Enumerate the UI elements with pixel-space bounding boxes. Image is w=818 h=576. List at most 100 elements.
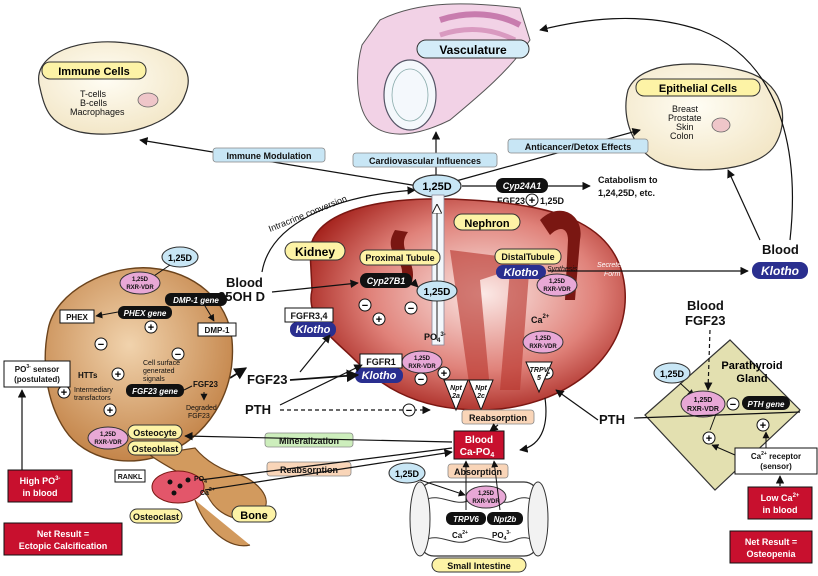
npt2b-label: Npt2b xyxy=(494,515,517,524)
epithelial-nucleus xyxy=(711,117,731,133)
phex-label: PHEX xyxy=(66,313,88,322)
epithelial-cells-title: Epithelial Cells xyxy=(659,83,737,95)
parathyroid-line1: Parathyroid xyxy=(721,360,782,372)
trpv6-label: TRPV6 xyxy=(453,515,479,524)
bone-vdr-bottom-line1: 1,25D xyxy=(100,432,117,438)
kidney-vdr-line2: RXR-VDR xyxy=(543,287,571,293)
intestine-po4: PO43- xyxy=(492,530,511,542)
bone-vdr-bottom-line2: RXR-VDR xyxy=(94,440,122,446)
pth-gene-label: PTH gene xyxy=(748,400,785,409)
kidney-vdr2-line2: RXR-VDR xyxy=(408,364,436,370)
parathyroid-line2: Gland xyxy=(736,373,767,385)
kidney-minus-2: − xyxy=(362,300,368,312)
blood-fgf23-line2: FGF23 xyxy=(685,313,725,328)
bone-ca: Ca2+ xyxy=(200,487,215,497)
intestine-group: Absorption 1,25D 1,25D RXR-VDR TRPV6 Npt… xyxy=(388,460,549,573)
rankl-label: RANKL xyxy=(118,474,143,481)
npt2a-line2: 2a xyxy=(451,393,460,400)
fgf23-gene-label: FGF23 gene xyxy=(132,387,178,396)
cardiovascular-label: Cardiovascular Influences xyxy=(369,156,481,166)
ca-receptor-line2: (sensor) xyxy=(760,462,792,471)
pth-left-minus: − xyxy=(406,405,412,417)
central-125d-label: 1,25D xyxy=(422,181,451,193)
cyp24-plus: + xyxy=(529,195,535,207)
cyp24-fgf23: FGF23 xyxy=(497,196,525,206)
high-po4-line2: in blood xyxy=(23,488,58,498)
npt2c-line1: Npt xyxy=(475,385,487,392)
net-right-line1: Net Result = xyxy=(745,537,797,547)
vasculature-label: Vasculature xyxy=(439,43,507,57)
epithelial-cell-group: Epithelial Cells Breast Prostate Skin Co… xyxy=(625,63,784,171)
kidney-ca: Ca2+ xyxy=(531,314,550,325)
pth-plus-1: + xyxy=(706,433,712,445)
bone-vdr-top-line1: 1,25D xyxy=(132,277,149,283)
dmp1-label: DMP-1 xyxy=(205,326,230,335)
pth-vdr-line2: RXR-VDR xyxy=(687,406,719,413)
htts-label: HTTs xyxy=(78,371,98,380)
fgf23-main-label: FGF23 xyxy=(247,372,287,387)
kidney-vdr3-line1: 1,25D xyxy=(535,336,552,342)
kidney-klotho: Klotho xyxy=(504,267,539,279)
po4-sensor-line2: (postulated) xyxy=(14,375,60,384)
net-left-line1: Net Result = xyxy=(37,529,89,539)
catabolism-line1: Catabolism to xyxy=(598,175,658,185)
kidney-group: Kidney Nephron Proximal Tubule DistalTub… xyxy=(284,194,626,425)
blood-capo4-line2: Ca-PO4 xyxy=(460,447,495,459)
phex-gene-label: PHEX gene xyxy=(124,309,167,318)
pth-125d xyxy=(653,362,691,384)
kidney-reabsorption-label: Reabsorption xyxy=(469,413,527,423)
intestine-vdr-line2: RXR-VDR xyxy=(472,499,500,505)
net-left-line2: Ectopic Calcification xyxy=(19,541,108,551)
low-ca-line1: Low Ca2+ xyxy=(761,493,800,503)
intestine-125d xyxy=(388,462,426,484)
secreted-line2: Form xyxy=(604,271,621,278)
bone-minus-1: − xyxy=(98,339,104,351)
blood-klotho-label: Klotho xyxy=(761,264,799,278)
immune-cells-title: Immune Cells xyxy=(58,66,130,78)
small-intestine-label: Small Intestine xyxy=(447,561,511,571)
high-po4-line1: High PO3- xyxy=(20,476,61,486)
catabolism-line2: 1,24,25D, etc. xyxy=(598,188,655,198)
kidney-vdr-line1: 1,25D xyxy=(549,279,566,285)
kidney-minus-1: − xyxy=(408,303,414,315)
bone-minus-2: − xyxy=(175,349,181,361)
cyp24-125d: 1,25D xyxy=(540,196,565,206)
net-right-line2: Osteopenia xyxy=(746,549,796,559)
intestine-ca: Ca2+ xyxy=(452,530,468,540)
cyp27b1-label: Cyp27B1 xyxy=(367,276,406,286)
bone-fgf23-label: FGF23 xyxy=(193,380,218,389)
degraded-line2: FGF23 xyxy=(188,413,210,420)
npt2c-line2: 2c xyxy=(476,393,485,400)
vasculature-group: Vasculature xyxy=(357,3,531,135)
bone-label: Bone xyxy=(240,510,268,522)
bone-plus-3: + xyxy=(107,405,113,417)
dmp1-gene-label: DMP-1 gene xyxy=(173,296,219,305)
pth-left-label: PTH xyxy=(245,402,271,417)
bone-plus-4: + xyxy=(61,387,67,399)
upper-klotho: Klotho xyxy=(296,324,331,336)
kidney-vdr3-line2: RXR-VDR xyxy=(529,344,557,350)
intestine-125d-label: 1,25D xyxy=(395,469,420,479)
epithelial-cell-skin: Skin xyxy=(676,122,694,132)
osteoblast-label: Osteoblast xyxy=(132,444,179,454)
anticancer-label: Anticancer/Detox Effects xyxy=(525,142,632,152)
ca-receptor-line1: Ca2+ receptor xyxy=(751,451,801,461)
degraded-line1: Degraded xyxy=(186,405,217,412)
epithelial-cell-breast: Breast xyxy=(672,104,699,114)
cyp24a1-label: Cyp24A1 xyxy=(503,181,542,191)
synthesis-label: Synthesis xyxy=(547,266,578,273)
kidney-vdr2-line1: 1,25D xyxy=(414,356,431,362)
fgfr1-label: FGFR1 xyxy=(366,357,396,367)
osteoclast-label: Osteoclast xyxy=(133,512,179,522)
immune-modulation-label: Immune Modulation xyxy=(227,151,312,161)
kidney-po4: PO43- xyxy=(424,332,446,344)
pth-vdr-line1: 1,25D xyxy=(694,397,713,404)
bone-plus-2: + xyxy=(115,369,121,381)
immune-cell-b: B-cells xyxy=(80,98,108,108)
pth-plus-2: + xyxy=(760,420,766,432)
bone-plus-1: + xyxy=(148,322,154,334)
bone-reabsorption-label: Reabsorption xyxy=(280,465,338,475)
npt2a-line1: Npt xyxy=(450,385,462,392)
